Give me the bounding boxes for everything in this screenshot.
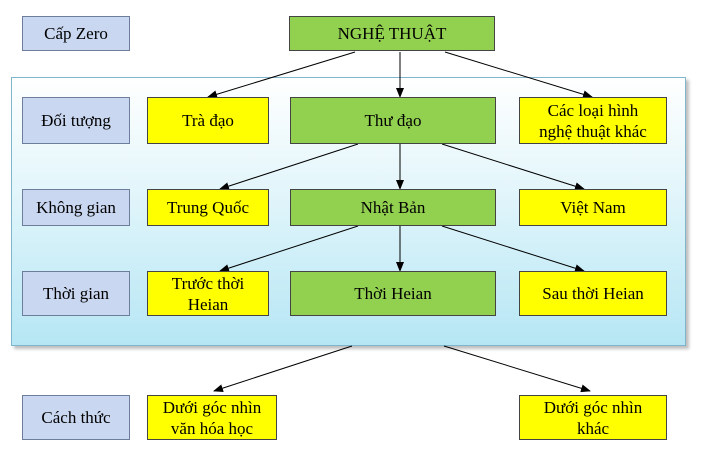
- node-truoc-heian: Trước thời Heian: [147, 271, 269, 316]
- level-label-method: Cách thức: [22, 395, 130, 440]
- level-label-object: Đối tượng: [22, 97, 130, 144]
- arrow-heian-to-khac: [443, 345, 591, 393]
- arrow-heian-to-van-hoa-hoc: [213, 345, 353, 393]
- node-heian: Thời Heian: [290, 271, 496, 316]
- node-nhat-ban: Nhật Bản: [290, 189, 496, 226]
- node-goc-nhin-khac: Dưới góc nhìn khác: [519, 395, 667, 440]
- node-sau-heian: Sau thời Heian: [519, 271, 667, 316]
- node-other-arts: Các loại hình nghệ thuật khác: [519, 97, 667, 144]
- node-thu-dao: Thư đạo: [290, 97, 496, 144]
- node-van-hoa-hoc: Dưới góc nhìn văn hóa học: [147, 395, 277, 440]
- level-label-space: Không gian: [22, 189, 130, 226]
- node-tra-dao: Trà đạo: [147, 97, 269, 144]
- level-label-time: Thời gian: [22, 271, 130, 316]
- node-viet-nam: Việt Nam: [519, 189, 667, 226]
- level-label-zero: Cấp Zero: [22, 16, 130, 51]
- root-node: NGHỆ THUẬT: [289, 16, 495, 51]
- node-trung-quoc: Trung Quốc: [147, 189, 269, 226]
